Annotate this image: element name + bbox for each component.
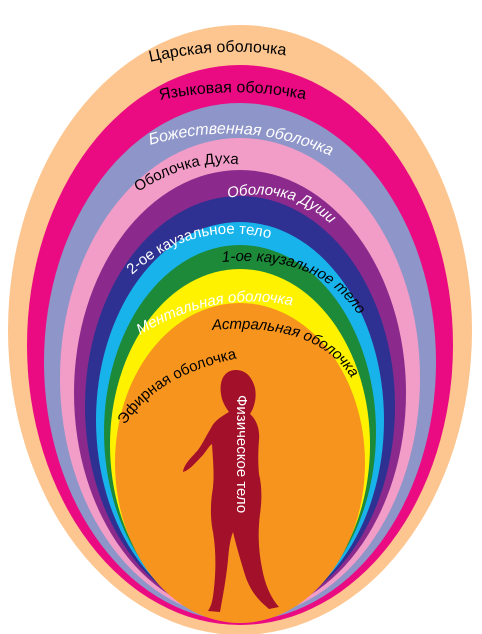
label-fizicheskoe-telo: Физическое тело bbox=[233, 395, 250, 513]
human-silhouette bbox=[183, 370, 279, 612]
